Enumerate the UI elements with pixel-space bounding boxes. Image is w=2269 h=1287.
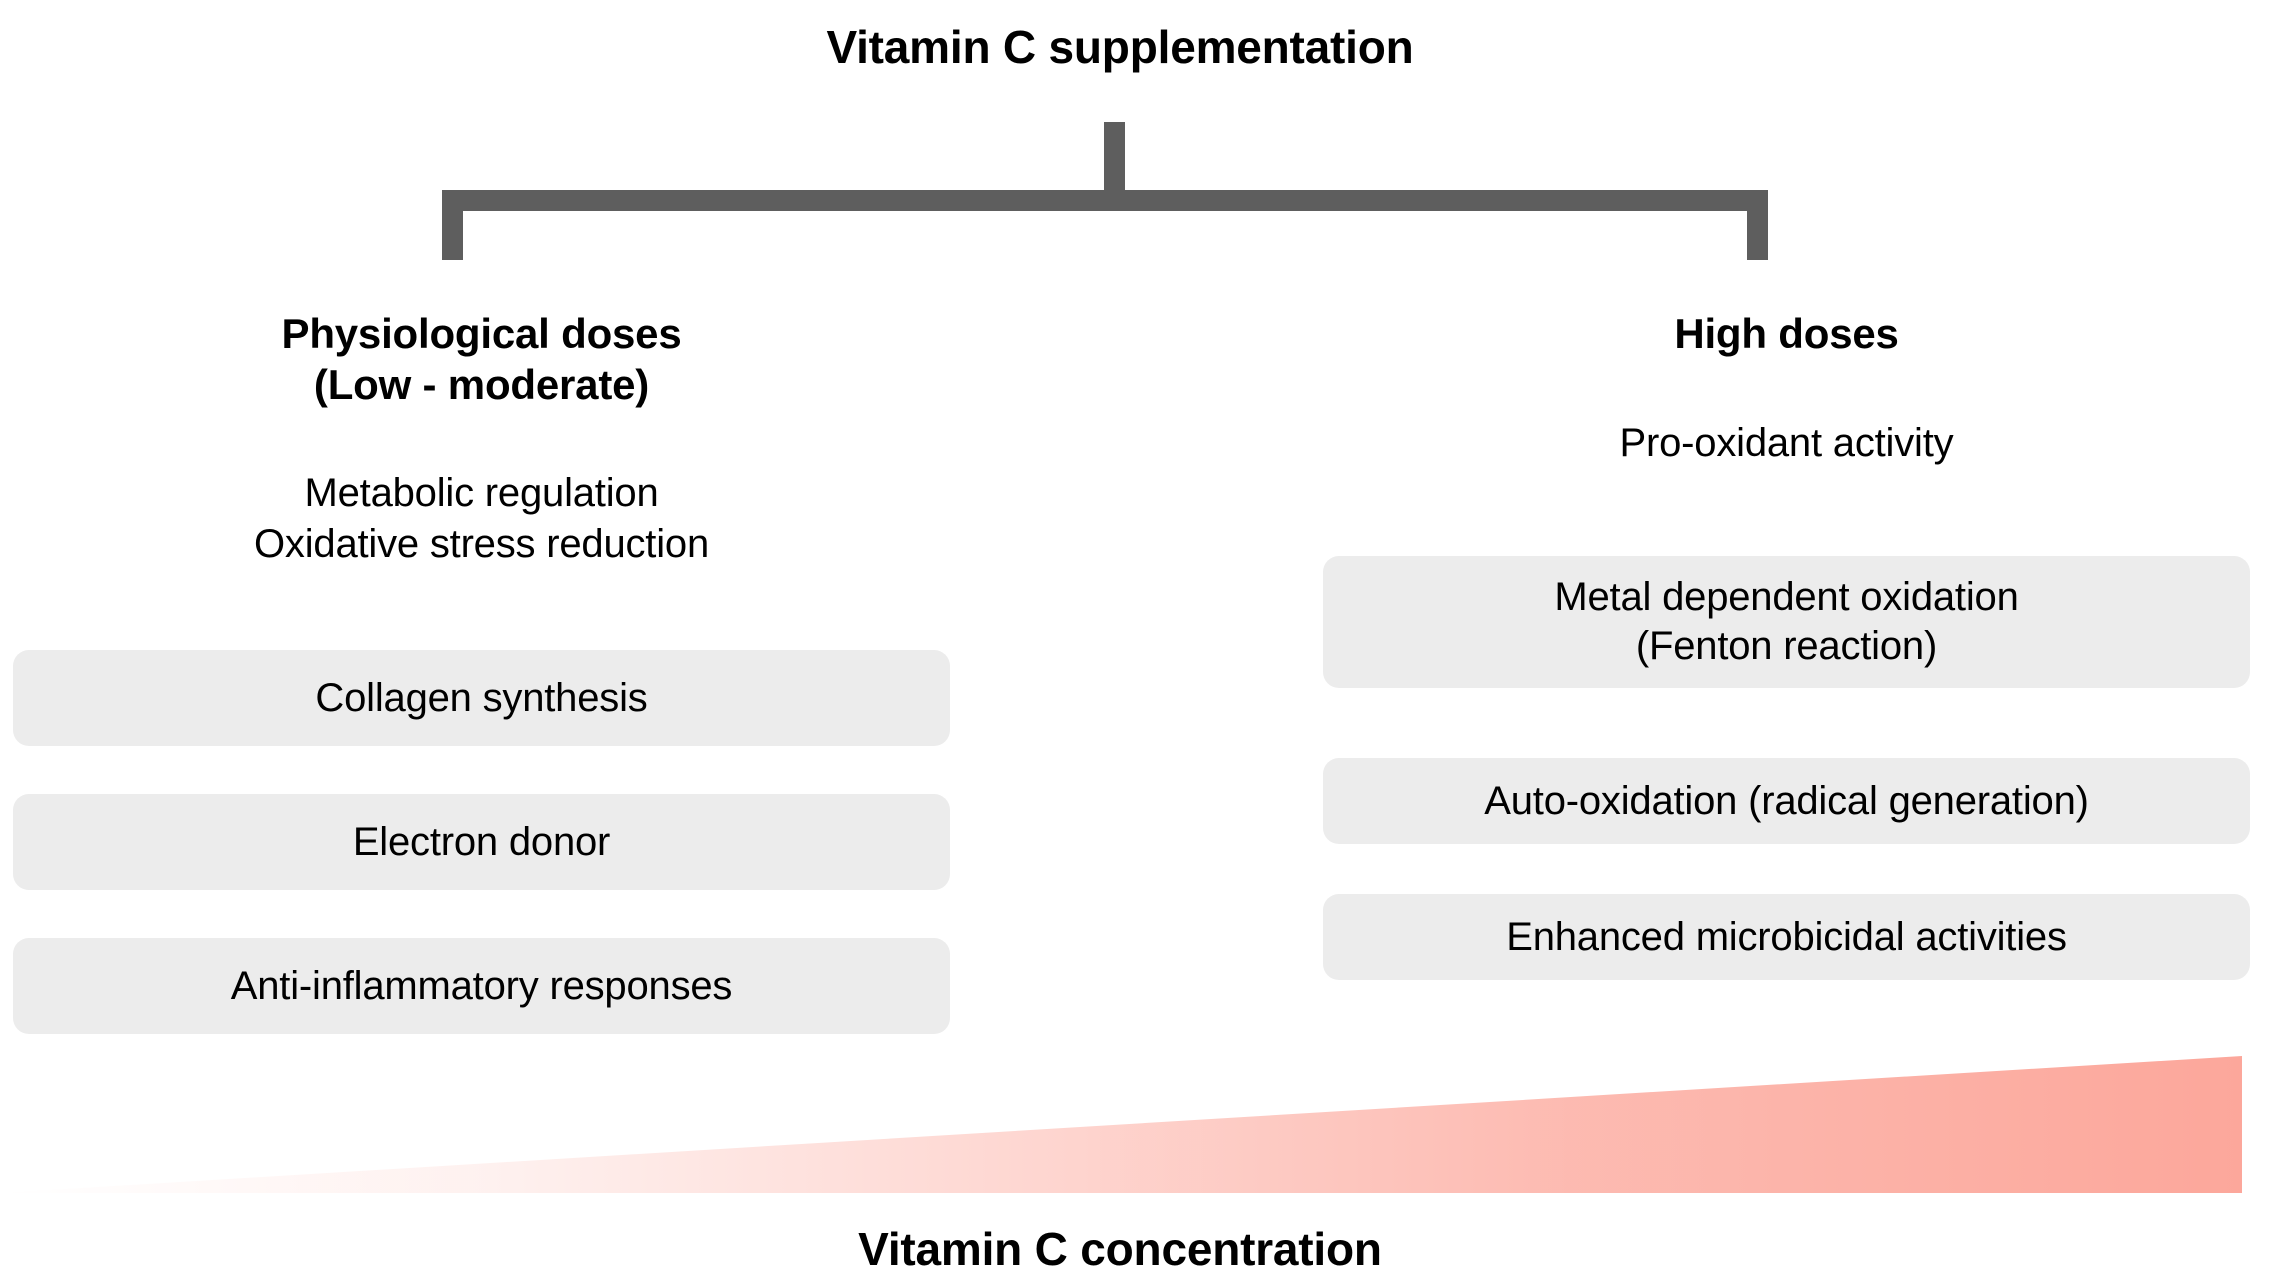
branch-left-subtext: Metabolic regulation Oxidative stress re… xyxy=(13,468,950,570)
branch-left-heading-line1: Physiological doses xyxy=(281,310,682,357)
left-item-label: Collagen synthesis xyxy=(315,675,648,720)
right-item-label-line2: (Fenton reaction) xyxy=(1635,624,1938,668)
branch-left-heading: Physiological doses (Low - moderate) xyxy=(13,308,950,410)
bracket-drop-left xyxy=(442,190,463,260)
branch-left-subtext-line2: Oxidative stress reduction xyxy=(254,522,709,567)
concentration-gradient-wedge xyxy=(0,1056,2242,1193)
bracket-crossbar xyxy=(442,190,1768,211)
right-item-box-metal-dependent-oxidation: Metal dependent oxidation (Fenton reacti… xyxy=(1323,556,2250,688)
bracket-stem xyxy=(1104,122,1125,192)
right-item-box-enhanced-microbicidal-activities: Enhanced microbicidal activities xyxy=(1323,894,2250,980)
bracket-drop-right xyxy=(1747,190,1768,260)
left-item-box-electron-donor: Electron donor xyxy=(13,794,950,890)
page-title: Vitamin C supplementation xyxy=(826,21,1414,73)
left-item-label: Electron donor xyxy=(352,819,611,864)
left-item-box-collagen-synthesis: Collagen synthesis xyxy=(13,650,950,746)
right-item-box-auto-oxidation: Auto-oxidation (radical generation) xyxy=(1323,758,2250,844)
right-item-label-line1: Metal dependent oxidation xyxy=(1554,575,2019,620)
right-item-label: Auto-oxidation (radical generation) xyxy=(1484,778,2089,823)
right-item-label: Enhanced microbicidal activities xyxy=(1506,914,2067,959)
right-item-label: Metal dependent oxidation (Fenton reacti… xyxy=(1554,573,2018,671)
left-item-label: Anti-inflammatory responses xyxy=(230,963,733,1008)
wedge-shape xyxy=(0,1056,2242,1193)
branch-right-heading: High doses xyxy=(1674,310,1899,357)
branch-left-heading-line2: (Low - moderate) xyxy=(313,361,650,409)
diagram-caption: Vitamin C concentration xyxy=(858,1223,1382,1275)
branch-right-subtext: Pro-oxidant activity xyxy=(1619,421,1954,465)
branch-left-subtext-line1: Metabolic regulation xyxy=(304,471,659,515)
left-item-box-anti-inflammatory-responses: Anti-inflammatory responses xyxy=(13,938,950,1034)
